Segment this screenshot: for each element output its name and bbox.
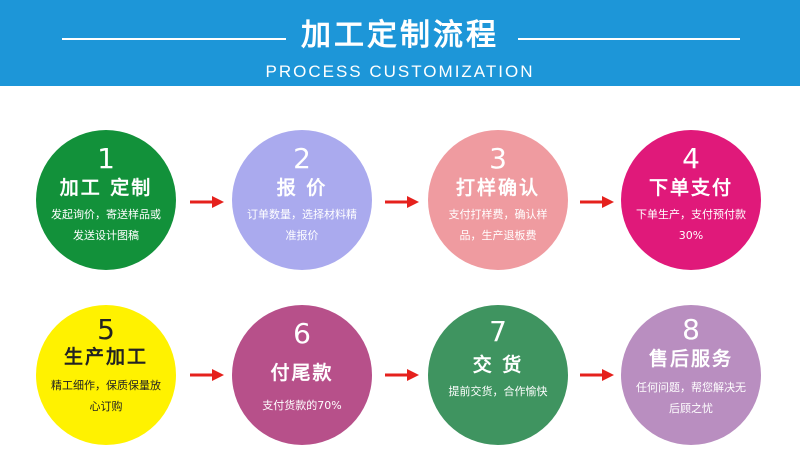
step-description: 提前交货，合作愉快 xyxy=(448,385,548,398)
step-description: 精工细作，保质保量放心订购 xyxy=(51,379,161,413)
header-divider-right xyxy=(518,38,740,40)
step-number: 6 xyxy=(293,317,311,350)
step-title: 报 价 xyxy=(276,177,328,199)
arrow-right-icon xyxy=(190,196,224,208)
step-description: 下单生产，支付预付款30% xyxy=(636,208,746,242)
step-7-delivery: 7 交 货 提前交货，合作愉快 xyxy=(428,305,568,445)
header-banner: 加工定制流程 PROCESS CUSTOMIZATION xyxy=(0,0,800,86)
step-2-quote: 2 报 价 订单数量，选择材料精准报价 xyxy=(232,130,372,270)
step-title: 打样确认 xyxy=(455,177,540,199)
step-number: 7 xyxy=(489,315,507,348)
step-title: 付尾款 xyxy=(270,362,334,384)
step-1-inquiry: 1 加工 定制 发起询价，寄送样品或发送设计图稿 xyxy=(36,130,176,270)
arrow-right-icon xyxy=(385,196,419,208)
arrow-right-icon xyxy=(385,369,419,381)
step-3-sample-confirm: 3 打样确认 支付打样费，确认样品，生产退板费 xyxy=(428,130,568,270)
step-description: 任何问题，帮您解决无后顾之忧 xyxy=(636,381,746,415)
step-description: 支付货款的70% xyxy=(262,399,342,412)
step-5-production: 5 生产加工 精工细作，保质保量放心订购 xyxy=(36,305,176,445)
step-number: 2 xyxy=(293,142,311,175)
step-description: 支付打样费，确认样品，生产退板费 xyxy=(448,208,548,242)
step-title: 交 货 xyxy=(472,354,524,376)
step-6-final-payment: 6 付尾款 支付货款的70% xyxy=(232,305,372,445)
step-number: 3 xyxy=(489,142,507,175)
step-4-order-payment: 4 下单支付 下单生产，支付预付款30% xyxy=(621,130,761,270)
arrow-right-icon xyxy=(580,369,614,381)
page-subtitle: PROCESS CUSTOMIZATION xyxy=(265,62,535,81)
step-title: 售后服务 xyxy=(648,348,733,370)
step-number: 8 xyxy=(682,313,700,346)
step-number: 1 xyxy=(97,142,115,175)
page-title: 加工定制流程 xyxy=(301,18,499,53)
step-title: 下单支付 xyxy=(648,177,733,199)
step-number: 4 xyxy=(682,142,700,175)
arrow-right-icon xyxy=(190,369,224,381)
step-8-after-sales: 8 售后服务 任何问题，帮您解决无后顾之忧 xyxy=(621,305,761,445)
step-number: 5 xyxy=(97,313,115,346)
step-description: 订单数量，选择材料精准报价 xyxy=(247,208,357,242)
header-divider-left xyxy=(62,38,286,40)
step-description: 发起询价，寄送样品或发送设计图稿 xyxy=(51,208,161,242)
arrow-right-icon xyxy=(580,196,614,208)
step-title: 生产加工 xyxy=(63,346,148,368)
step-title: 加工 定制 xyxy=(59,177,153,199)
